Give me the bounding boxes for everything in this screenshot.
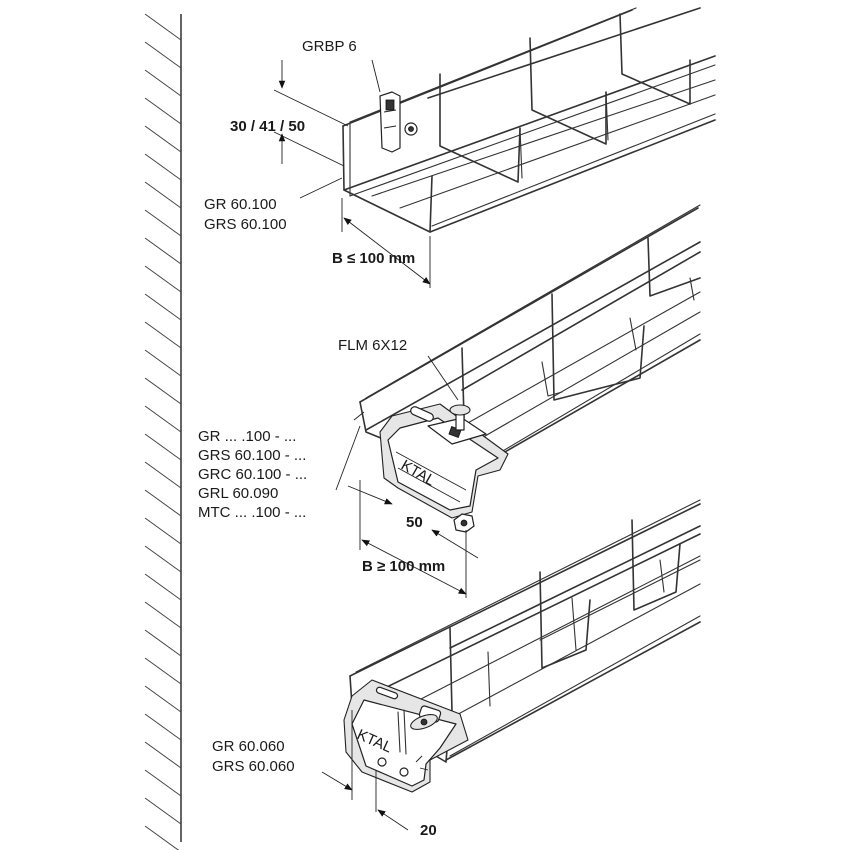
bottom-cable-tray: KTAL — [343, 499, 701, 793]
label-mid-tray-2: GRS 60.100 - ... — [198, 447, 306, 464]
label-mid-tray-3: GRC 60.100 - ... — [198, 466, 307, 483]
label-mid-tray-5: MTC ... .100 - ... — [198, 504, 306, 521]
hatch-line — [144, 825, 180, 850]
hatch-line — [144, 741, 182, 769]
middle-bracket: KTAL — [379, 403, 509, 519]
hatch-line — [144, 293, 182, 321]
hatch-line — [144, 433, 182, 461]
hatch-line — [144, 153, 182, 181]
middle-dimensions — [335, 355, 479, 598]
top-dimensions — [273, 59, 431, 288]
hatch-line — [144, 461, 182, 489]
label-top-width: B ≤ 100 mm — [332, 250, 415, 267]
label-top-tray-1: GR 60.100 — [204, 196, 277, 213]
hatch-line — [144, 237, 182, 265]
hatch-line — [144, 657, 182, 685]
hatch-line — [144, 769, 182, 797]
label-bot-tray-2: GRS 60.060 — [212, 758, 295, 775]
nut-icon — [453, 513, 475, 533]
grbp-clip — [379, 91, 418, 153]
hatch-line — [144, 489, 182, 517]
wall-hatch-icon — [144, 13, 182, 850]
label-grbp: GRBP 6 — [302, 38, 357, 55]
hatch-line — [144, 349, 182, 377]
bottom-dimensions — [321, 710, 409, 831]
hatch-line — [144, 545, 182, 573]
middle-cable-tray: KTAL — [359, 204, 701, 533]
hatch-line — [144, 125, 182, 153]
hatch-line — [144, 685, 182, 713]
label-height-dim: 30 / 41 / 50 — [230, 118, 305, 135]
label-top-tray-2: GRS 60.100 — [204, 216, 287, 233]
label-bot-tray-1: GR 60.060 — [212, 738, 285, 755]
hatch-line — [144, 377, 182, 405]
hatch-line — [144, 713, 182, 741]
hatch-line — [144, 405, 182, 433]
top-cable-tray — [342, 7, 716, 233]
hatch-line — [144, 517, 182, 545]
hatch-line — [144, 321, 182, 349]
hatch-line — [144, 209, 182, 237]
hatch-line — [144, 629, 182, 657]
label-mid-tray-4: GRL 60.090 — [198, 485, 278, 502]
hatch-line — [144, 181, 182, 209]
label-mid-offset: 50 — [406, 514, 423, 531]
wall — [144, 13, 182, 850]
bottom-bracket: KTAL — [343, 679, 469, 793]
hatch-line — [144, 797, 182, 825]
hatch-line — [144, 601, 182, 629]
hatch-line — [144, 41, 182, 69]
hatch-line — [144, 97, 182, 125]
label-flm: FLM 6X12 — [338, 337, 407, 354]
hatch-line — [144, 13, 182, 41]
hatch-line — [144, 69, 182, 97]
label-mid-width: B ≥ 100 mm — [362, 558, 445, 575]
hatch-line — [144, 573, 182, 601]
label-bot-offset: 20 — [420, 822, 437, 839]
label-mid-tray-1: GR ... .100 - ... — [198, 428, 296, 445]
hatch-line — [144, 265, 182, 293]
